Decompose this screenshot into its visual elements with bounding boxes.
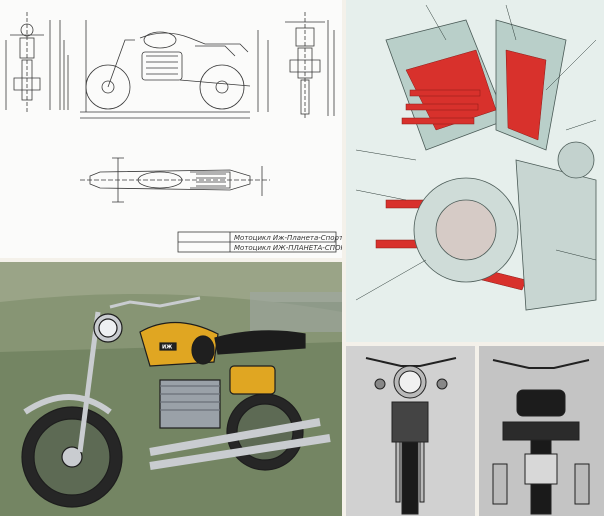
tank-badge: ИЖ [162, 345, 173, 351]
blueprint-rear-view [285, 12, 335, 120]
blueprint-title-line-2: Мотоцикл ИЖ-ПЛАНЕТА-СПОРТ [234, 244, 342, 252]
pointer-lines [355, 4, 597, 301]
crankcase [413, 141, 597, 311]
engine-cutaway-illustration [346, 0, 604, 342]
motorcycle [21, 296, 331, 508]
blueprint-side-view [59, 20, 269, 119]
bw-rear-photo-panel [479, 346, 604, 516]
engine-cutaway-panel [346, 0, 604, 342]
blueprint-drawing: Мотоцикл Иж-Планета-Спорт Мотоцикл ИЖ-ПЛ… [5, 12, 342, 253]
blueprint-panel: Мотоцикл Иж-Планета-Спорт Мотоцикл ИЖ-ПЛ… [0, 0, 342, 258]
bw-rear-photo [479, 346, 604, 516]
blueprint-front-view [5, 12, 51, 112]
motorcycle-photo: ИЖ [0, 262, 342, 516]
blueprint-title-line-1: Мотоцикл Иж-Планета-Спорт [234, 234, 342, 242]
bw-front-photo-panel [346, 346, 475, 516]
blueprint-top-view [80, 157, 270, 203]
motorcycle-photo-panel: ИЖ [0, 262, 342, 516]
blueprint-title-block [177, 231, 337, 253]
bw-front-photo [346, 346, 475, 516]
